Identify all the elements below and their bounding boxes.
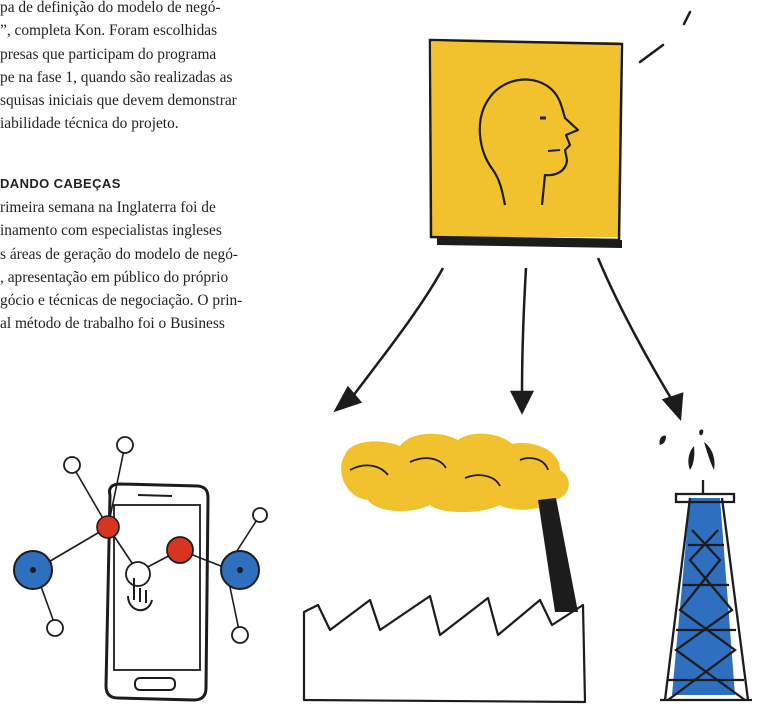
article-paragraph-1: pa de definição do modelo de negó- ”, co… — [0, 0, 237, 133]
oil-derrick-icon — [659, 429, 752, 702]
head-profile-icon — [428, 38, 624, 248]
smartphone-network-icon — [13, 436, 268, 702]
factory-icon — [302, 433, 587, 704]
article-paragraph-2: rimeira semana na Inglaterra foi de inam… — [0, 199, 243, 333]
section-heading: DANDO CABEÇAS — [0, 176, 121, 191]
dashed-line — [638, 10, 692, 64]
arrows — [333, 257, 684, 422]
